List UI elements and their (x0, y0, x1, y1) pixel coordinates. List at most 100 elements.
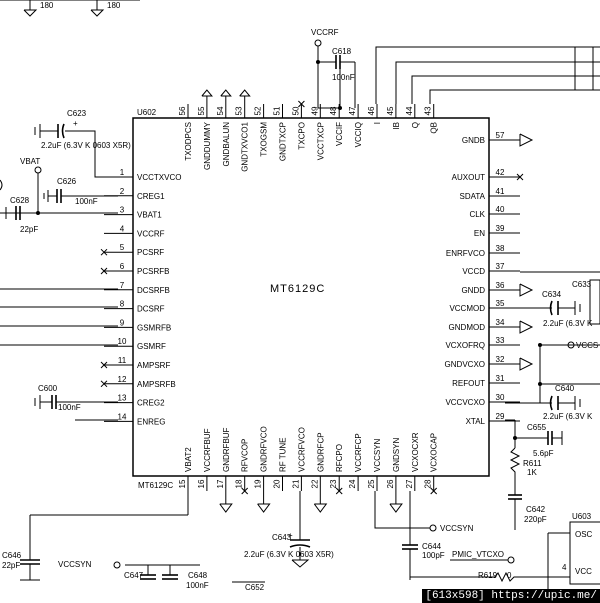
left-pin-name: CREG2 (137, 399, 165, 408)
svg-text:VCCRF: VCCRF (311, 28, 339, 37)
bottom-pin-name: RF TUNE (279, 437, 288, 472)
bottom-pin-group: 15VBAT216VCCRFBUF17GNDRFBUF18RFVCOP19GND… (178, 426, 439, 513)
svg-text:4: 4 (562, 563, 567, 572)
top-pin-name: QB (430, 122, 439, 134)
bottom-pin-name: VCCRFBUF (203, 428, 212, 472)
right-pin-number: 36 (496, 281, 505, 290)
svg-text:2.2uF (6.3V K: 2.2uF (6.3V K (543, 319, 593, 328)
right-pin-name: REFOUT (452, 379, 485, 388)
svg-text:C618: C618 (332, 47, 352, 56)
left-pin-number: 14 (118, 412, 127, 421)
left-pin-number: 10 (118, 337, 127, 346)
capacitor-c652: C652 (232, 581, 265, 592)
bottom-pin-name: VCCRFVCO (297, 427, 306, 472)
right-pin-name: GNDB (462, 136, 485, 145)
left-pin-name: VCCRF (137, 229, 165, 238)
top-pin-number: 48 (329, 106, 338, 115)
vccsyn-right-net: VCCSYN (374, 491, 474, 545)
top-pin-name: VCCIF (335, 122, 344, 146)
bottom-pin-number: 25 (367, 479, 376, 488)
right-pin-number: 35 (496, 299, 505, 308)
capacitor-c647: C647 (124, 565, 156, 580)
svg-text:+: + (73, 119, 78, 128)
right-pin-name: XTAL (466, 417, 486, 426)
top-pin-name: GNDTXCP (279, 122, 288, 161)
top-pin-number: 51 (273, 106, 282, 115)
svg-text:VCCS: VCCS (576, 341, 598, 350)
capacitor-c628: C628 22pF (5, 196, 38, 234)
capacitor-c643: C643 + 2.2uF (6.3V K 0603 X5R) (244, 491, 334, 568)
top-pin-name: GNDTXVCO1 (241, 121, 250, 171)
bottom-pin-name: VCXOCXR (411, 432, 420, 472)
svg-text:100nF: 100nF (332, 73, 355, 82)
top-ground-1: 180 (23, 0, 54, 17)
left-pin-name: DCSRFB (137, 286, 170, 295)
pmic-vtcxo-net: PMIC_VTCXO (450, 550, 515, 564)
bottom-pin-name: GNDSYN (392, 438, 401, 472)
right-pin-number: 30 (496, 393, 505, 402)
right-pin-number: 38 (496, 244, 505, 253)
top-pin-number: 52 (254, 106, 263, 115)
svg-text:C644: C644 (422, 542, 442, 551)
vccrf-top-net: VCCRF (311, 28, 356, 110)
svg-text:100nF: 100nF (75, 197, 98, 206)
top-pin-number: 44 (405, 106, 414, 115)
svg-text:R611: R611 (523, 459, 542, 468)
xtal-network: C655 5.6pF R611 1K C642 220pF (505, 419, 563, 530)
bottom-pin-number: 27 (405, 479, 414, 488)
right-pin-name: VCCVCXO (445, 398, 485, 407)
svg-text:C652: C652 (245, 583, 265, 592)
svg-text:C640: C640 (555, 384, 575, 393)
top-pin-number: 47 (348, 106, 357, 115)
top-pin-number: 55 (197, 106, 206, 115)
top-pin-name: I (373, 122, 382, 124)
bottom-pin-number: 28 (424, 479, 433, 488)
right-pin-name: EN (474, 229, 485, 238)
top-pin-name: Q (411, 122, 420, 128)
bottom-pin-number: 24 (348, 479, 357, 488)
svg-text:22pF: 22pF (20, 225, 38, 234)
right-pin-name: SDATA (460, 192, 486, 201)
chip-part-name: MT6129C (270, 283, 325, 295)
left-pin-number: 4 (120, 224, 125, 233)
capacitor-c623: C623 + 2.2uF (6.3V K 0603 X5R) (34, 109, 131, 178)
bottom-pin-name: VBAT2 (184, 447, 193, 472)
svg-text:C647: C647 (124, 571, 144, 580)
bottom-pin-name: RFCPO (335, 444, 344, 472)
top-pin-name: TXODPCS (184, 122, 193, 161)
left-pin-number: 9 (120, 318, 125, 327)
watermark-banner: [613x598] https://upic.me/ (422, 589, 600, 603)
top-pin-group: 56TXODPCS55GNDDUMMY54GNDBALUN53GNDTXVCO1… (178, 89, 439, 172)
right-pin-number: 57 (496, 131, 505, 140)
left-pin-number: 8 (120, 300, 125, 309)
right-pin-number: 31 (496, 374, 505, 383)
left-pin-name: VCCTXVCO (137, 173, 181, 182)
svg-text:C600: C600 (38, 384, 58, 393)
right-pin-number: 41 (496, 187, 505, 196)
left-pin-name: AMPSRF (137, 361, 170, 370)
bottom-pin-name: VCXOCAP (430, 433, 439, 472)
left-pin-name: CREG1 (137, 192, 165, 201)
right-pin-number: 37 (496, 262, 505, 271)
bottom-pin-name: GNDRFBUF (222, 427, 231, 472)
top-ground-2: 180 (90, 0, 121, 17)
iq-bus-lines (375, 46, 600, 104)
bottom-pin-number: 23 (329, 479, 338, 488)
svg-text:C642: C642 (526, 505, 546, 514)
top-pin-name: VCCIQ (354, 122, 363, 147)
left-signal-lines (0, 288, 118, 421)
top-pin-number: 50 (291, 106, 300, 115)
left-pin-number: 5 (120, 243, 125, 252)
bottom-pin-name: GNDRFCP (316, 432, 325, 472)
svg-text:VCCSYN: VCCSYN (58, 560, 92, 569)
right-pin-name: GNDD (461, 286, 485, 295)
vbat-net: VBAT (0, 157, 118, 215)
left-pin-name: GSMRF (137, 342, 166, 351)
right-pin-name: GNDMOD (449, 323, 486, 332)
svg-text:100pF: 100pF (422, 551, 445, 560)
left-pin-number: 13 (118, 394, 127, 403)
right-pin-number: 32 (496, 355, 505, 364)
svg-text:100nF: 100nF (58, 403, 81, 412)
top-pin-name: IB (392, 122, 401, 130)
bottom-pin-number: 18 (235, 479, 244, 488)
